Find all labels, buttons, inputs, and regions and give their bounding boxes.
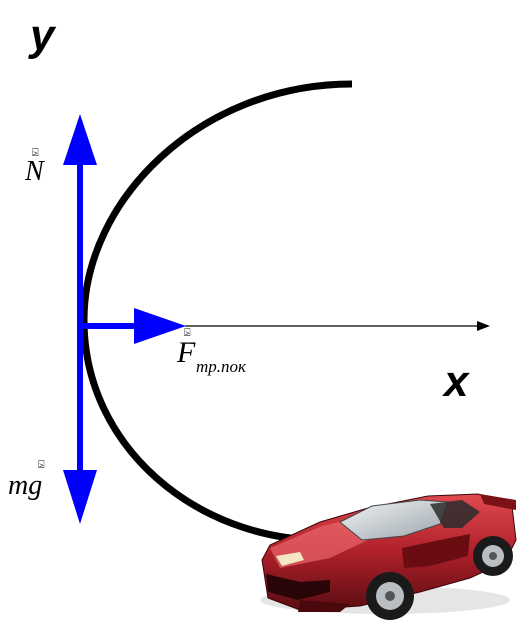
friction-force-arrowhead [134, 308, 186, 344]
red-sports-car-image [260, 493, 517, 620]
gravity-force-label: mg [8, 470, 42, 501]
friction-arrow-mark: ⍄ [184, 326, 191, 339]
trajectory-arc [80, 80, 353, 544]
y-axis-label: y [28, 11, 57, 60]
normal-force-arrowhead [63, 114, 97, 165]
gravity-arrow-mark: ⍄ [38, 458, 45, 471]
friction-force-subscript: тр.пок [196, 357, 247, 376]
x-axis-label: x [442, 357, 470, 406]
x-axis-arrowhead [477, 321, 490, 331]
gravity-force-arrowhead [63, 470, 97, 524]
normal-arrow-mark: ⍄ [32, 146, 39, 159]
normal-force-label: N [24, 156, 45, 187]
friction-force-label: F [176, 336, 196, 369]
